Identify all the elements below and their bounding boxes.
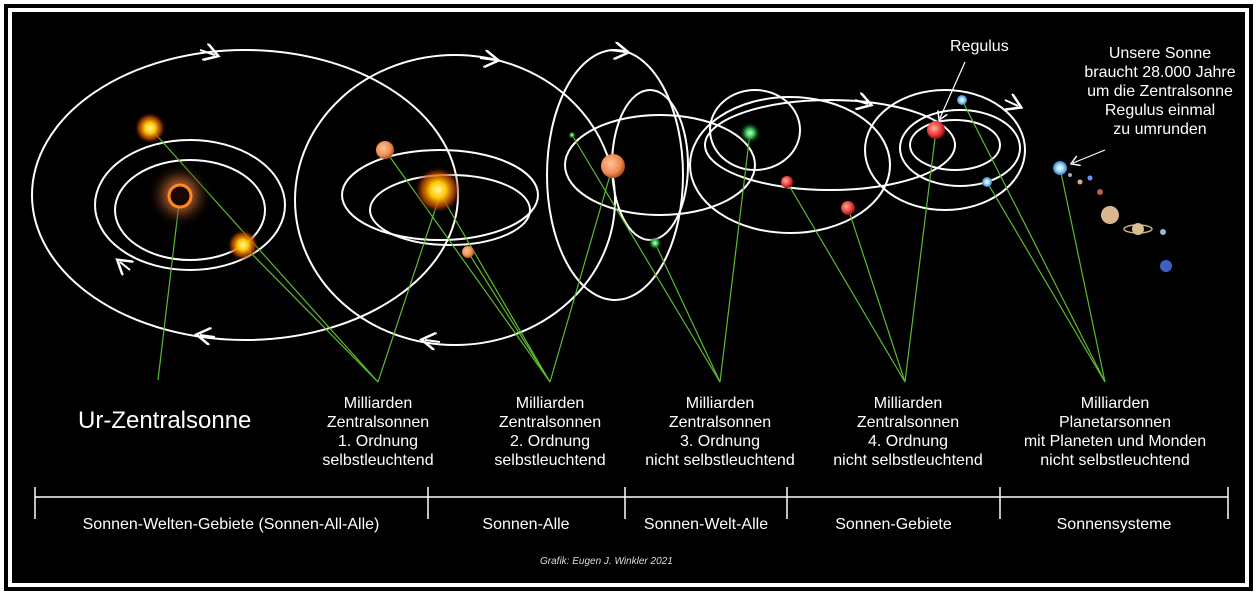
- ur-central-sun: [167, 183, 193, 209]
- credit-text: Grafik: Eugen J. Winkler 2021: [540, 556, 673, 567]
- pointer-line: [384, 149, 551, 383]
- planet: [1077, 179, 1083, 185]
- orbit-3-wide: [564, 114, 756, 216]
- orbit-ur-mid: [94, 139, 286, 271]
- orbit-arrow: [479, 58, 495, 60]
- sun-note-label: Unsere Sonne braucht 28.000 Jahre um die…: [1084, 45, 1236, 138]
- sun-order3: [739, 122, 761, 144]
- planet: [1068, 173, 1072, 177]
- sun-order3: [648, 236, 662, 250]
- pointer-line: [961, 99, 1106, 383]
- orbit-arrow: [609, 50, 625, 52]
- regulus-star: [927, 121, 945, 139]
- sun-order2: [376, 141, 394, 159]
- orbit-ur-inner: [114, 159, 266, 261]
- orbit-4-outer: [689, 96, 891, 234]
- pointer-line: [1059, 167, 1106, 383]
- pointer-line: [786, 181, 906, 383]
- orbit-arrow: [854, 100, 868, 104]
- section-sonnensysteme: Sonnensysteme: [1056, 516, 1172, 533]
- pointer-line: [904, 129, 937, 383]
- orbit-5-outer: [864, 89, 1026, 211]
- sun-order2: [462, 246, 474, 258]
- planet-saturn: [1132, 223, 1144, 235]
- regulus-label: Regulus: [950, 38, 1009, 55]
- annotation-arrows: [940, 61, 1106, 163]
- orbit-2-inner: [341, 149, 539, 241]
- group2-label: Milliarden Zentralsonnen 2. Ordnung selb…: [494, 395, 606, 469]
- planet: [1097, 189, 1103, 195]
- orbit-2-outer: [294, 54, 616, 346]
- orbit-arrow: [425, 340, 441, 342]
- pointer-line: [549, 164, 614, 383]
- orbit-group-4: [689, 89, 956, 234]
- orbit-4-inner: [709, 89, 801, 171]
- sun-arrow: [1073, 149, 1106, 163]
- group3-label: Milliarden Zentralsonnen 3. Ordnung nich…: [645, 395, 795, 469]
- orbit-group-ur: [31, 50, 459, 340]
- pointer-line: [467, 251, 551, 383]
- sun-order2: [601, 154, 625, 178]
- regulus-arrow: [940, 61, 966, 118]
- orbit-arrow: [199, 50, 215, 55]
- orbit-4-wide: [704, 99, 956, 191]
- our-sun: [1053, 161, 1067, 175]
- orbit-arrow: [120, 262, 130, 270]
- sun-order1: [227, 229, 259, 261]
- pointer-line: [571, 134, 721, 383]
- sun-order1-center: [414, 166, 462, 214]
- pointer-line: [242, 244, 379, 383]
- scale-bar: [34, 487, 1229, 519]
- sun-order3: [568, 131, 576, 139]
- section-sonnen-gebiete: Sonnen-Gebiete: [835, 516, 952, 533]
- orbit-5-inner: [899, 109, 1021, 187]
- pointer-lines: [149, 99, 1106, 383]
- orbit-group-3: [546, 50, 756, 301]
- section-sonnen-alle: Sonnen-Alle: [482, 516, 570, 533]
- orbit-group-5: [864, 89, 1026, 211]
- orbit-5-small: [909, 119, 1001, 171]
- section-sonnen-welt-alle: Sonnen-Welt-Alle: [643, 516, 769, 533]
- pointer-line: [437, 189, 551, 383]
- orbit-arrow: [1005, 100, 1018, 106]
- group1-label: Milliarden Zentralsonnen 1. Ordnung selb…: [322, 395, 434, 469]
- pointer-line: [847, 207, 906, 383]
- pointer-line: [654, 242, 721, 383]
- pointer-line: [719, 132, 751, 383]
- sun-order4: [841, 201, 855, 215]
- orbit-arrow: [200, 335, 216, 337]
- planet-jupiter: [1101, 206, 1119, 224]
- pointer-line: [986, 181, 1106, 383]
- planetary-sun: [957, 95, 967, 105]
- group5-label: Milliarden Planetarsonnen mit Planeten u…: [1023, 395, 1207, 469]
- planetary-sun: [982, 177, 992, 187]
- sun-order1: [134, 112, 166, 144]
- ur-central-sun-label: Ur-Zentralsonne: [78, 407, 252, 434]
- pointer-line: [377, 194, 441, 383]
- section-sonnen-welten-gebiete: Sonnen-Welten-Gebiete (Sonnen-All-Alle): [82, 516, 380, 533]
- group4-label: Milliarden Zentralsonnen 4. Ordnung nich…: [833, 395, 983, 469]
- planet-neptune: [1160, 260, 1172, 272]
- planet: [1087, 175, 1093, 181]
- sun-order4: [781, 176, 793, 188]
- planet: [1160, 229, 1166, 235]
